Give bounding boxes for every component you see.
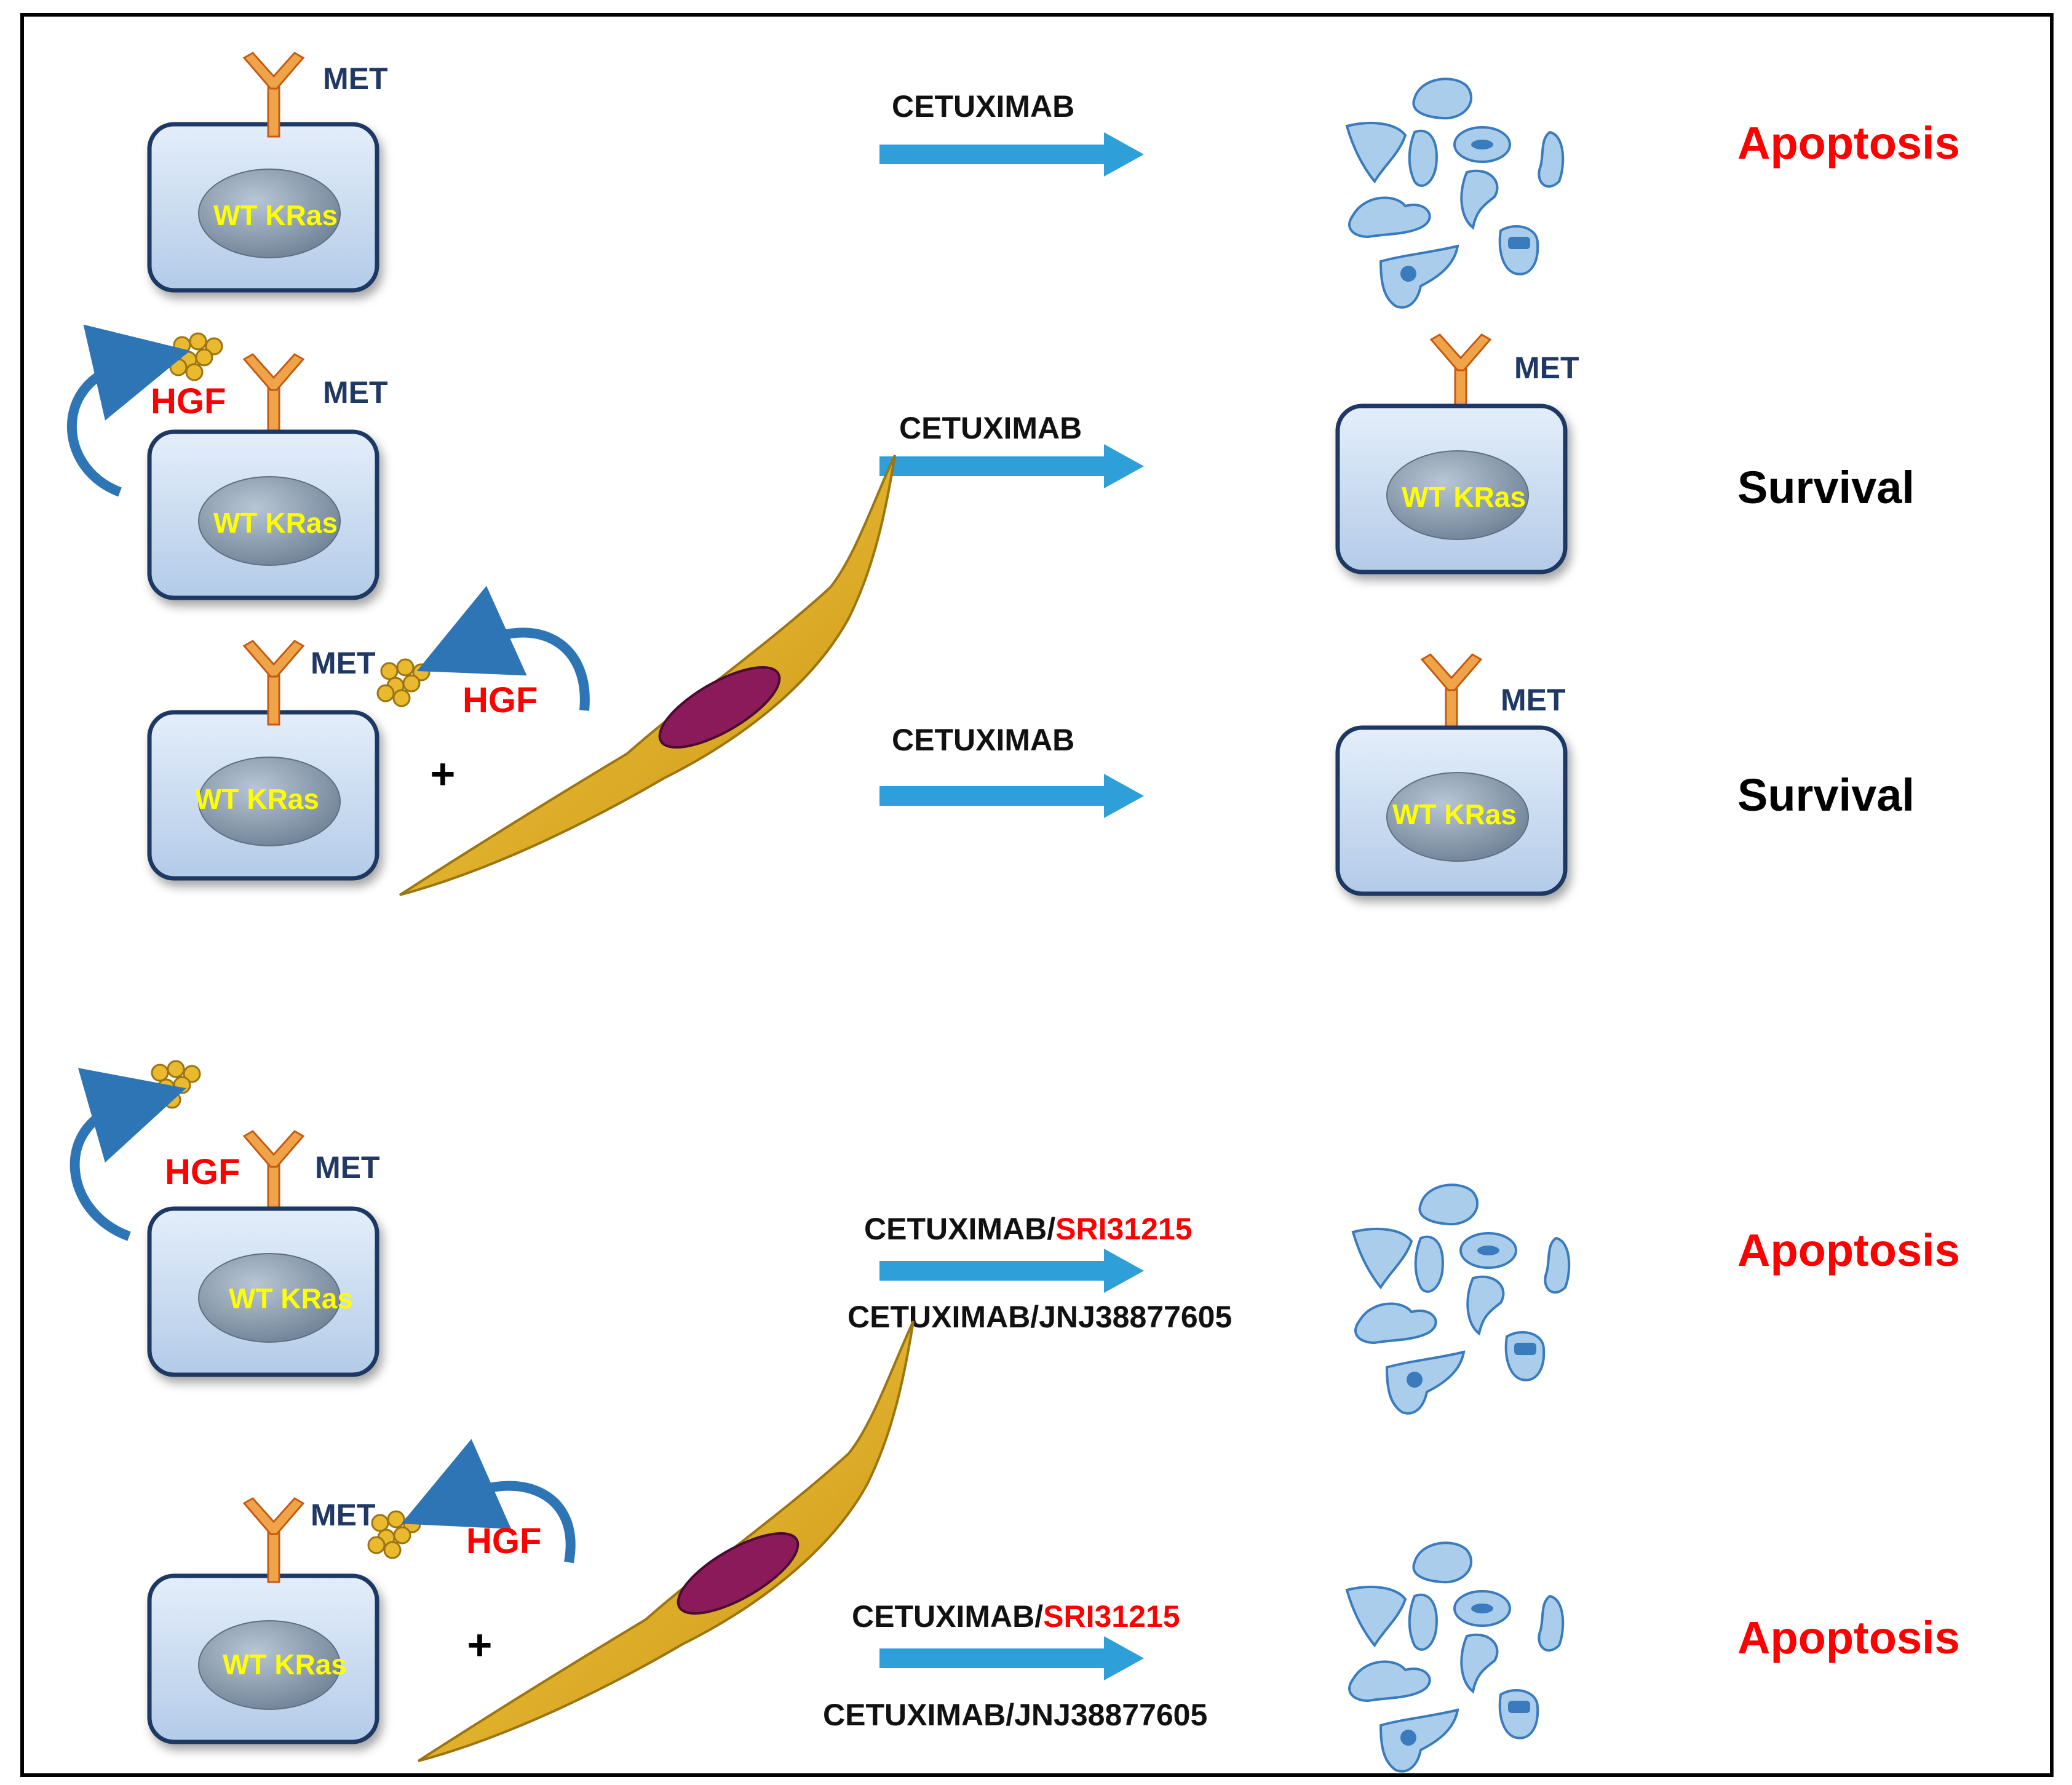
row-2: HGF MET WT KRas CETUXIMAB MET WT KRas Su…	[66, 324, 1915, 598]
treatment-arrow	[879, 1249, 1144, 1293]
row-4: HGF MET WT KRas CETUXIMAB/SRI31215 CETUX…	[69, 1060, 1960, 1415]
cell-row3: WT KRas	[149, 712, 377, 878]
hgf-ligand-icon	[169, 332, 223, 381]
hgf-ligand-icon	[376, 658, 431, 707]
plus-sign: +	[431, 750, 456, 798]
treatment-arrow	[879, 774, 1144, 818]
receptor-icon	[243, 353, 304, 439]
hgf-ligand-icon	[367, 1510, 421, 1559]
met-label: MET	[1501, 683, 1566, 717]
apoptosis-label: Apoptosis	[1737, 1612, 1960, 1663]
drug-combo-label: CETUXIMAB/SRI31215	[852, 1599, 1180, 1634]
surviving-cell-row3: WT KRas	[1338, 728, 1565, 894]
drug-combo-sri: SRI31215	[1055, 1212, 1192, 1246]
surviving-cell-row2: WT KRas	[1338, 406, 1565, 572]
met-label: MET	[323, 375, 388, 410]
survival-label: Survival	[1737, 462, 1915, 513]
drug-combo-sri: SRI31215	[1043, 1599, 1180, 1634]
plus-sign: +	[467, 1621, 493, 1669]
row-3: WT KRas MET HGF + CETUXIMAB MET WT KRas …	[149, 454, 1915, 896]
drug-combo-jnj-label: CETUXIMAB/JNJ38877605	[823, 1698, 1207, 1732]
drug-combo-label: CETUXIMAB/SRI31215	[864, 1212, 1193, 1246]
hgf-label: HGF	[165, 1152, 240, 1192]
met-label: MET	[315, 1150, 380, 1185]
drug-label: CETUXIMAB	[892, 723, 1074, 757]
wt-kras-label: WT KRas	[1402, 481, 1526, 513]
apoptosis-label: Apoptosis	[1737, 117, 1960, 169]
cell-row4: WT KRas	[149, 1209, 377, 1375]
wt-kras-label: WT KRas	[213, 199, 338, 231]
hgf-ligand-icon	[147, 1060, 201, 1109]
wt-kras-label: WT KRas	[195, 783, 319, 815]
hgf-label: HGF	[466, 1521, 541, 1561]
apoptosis-label: Apoptosis	[1737, 1225, 1960, 1276]
treatment-arrow	[879, 1636, 1144, 1680]
hgf-label: HGF	[151, 381, 226, 421]
hgf-label: HGF	[462, 680, 538, 720]
drug-label: CETUXIMAB	[892, 89, 1074, 124]
drug-combo-prefix: CETUXIMAB/	[852, 1599, 1043, 1634]
met-label: MET	[1514, 351, 1579, 385]
curved-arrow-icon	[401, 1439, 576, 1564]
drug-label: CETUXIMAB	[899, 411, 1082, 445]
row-1: WT KRas MET CETUXIMAB Apoptosis	[149, 52, 1960, 309]
curved-arrow-icon	[416, 586, 590, 711]
cell-row5: WT KRas	[149, 1576, 377, 1742]
apoptotic-cells-icon	[1352, 1183, 1571, 1415]
figure-frame	[20, 13, 2054, 1777]
curved-arrow-icon	[66, 324, 191, 497]
wt-kras-label: WT KRas	[223, 1648, 347, 1680]
cell-row2: WT KRas	[149, 432, 377, 598]
receptor-icon	[243, 1497, 304, 1583]
met-label: MET	[323, 62, 388, 96]
survival-label: Survival	[1737, 769, 1915, 821]
wt-kras-label: WT KRas	[229, 1282, 353, 1314]
receptor-icon	[243, 1130, 304, 1216]
row-5: WT KRas MET HGF + CETUXIMAB/SRI31215 CET…	[149, 1320, 1960, 1773]
treatment-arrow	[879, 444, 1144, 488]
treatment-arrow	[879, 132, 1144, 177]
wt-kras-label: WT KRas	[1392, 798, 1517, 830]
apoptotic-cells-icon	[1346, 78, 1565, 309]
fibroblast-icon	[399, 454, 896, 896]
drug-combo-prefix: CETUXIMAB/	[864, 1212, 1055, 1246]
met-label: MET	[311, 646, 376, 680]
cell-row1: WT KRas	[149, 124, 377, 290]
met-label: MET	[311, 1498, 376, 1532]
wt-kras-label: WT KRas	[213, 507, 338, 539]
curved-arrow-icon	[69, 1068, 186, 1241]
apoptotic-cells-icon	[1346, 1541, 1565, 1773]
drug-combo-jnj-label: CETUXIMAB/JNJ38877605	[847, 1300, 1232, 1334]
